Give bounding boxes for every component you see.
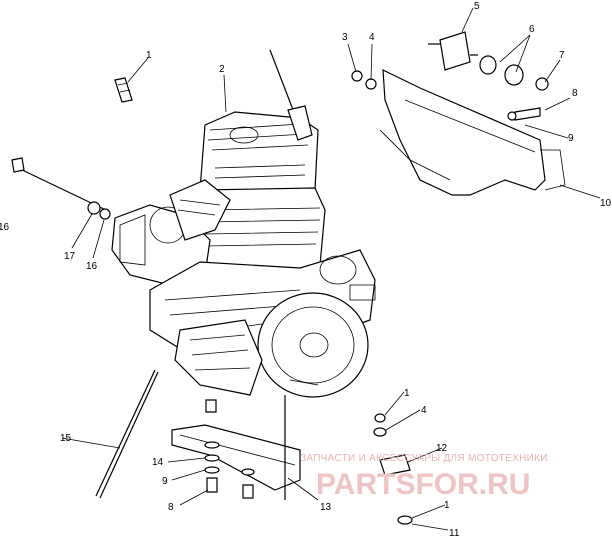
callout-15: 15: [60, 433, 72, 444]
lower-engine: [174, 319, 263, 396]
callout-11: 11: [449, 528, 460, 539]
washer-4b: [373, 427, 387, 437]
watermark-line2: PARTSFOR.RU: [316, 468, 530, 501]
watermark: ЗАПЧАСТИ И АКСЕССУАРЫ ДЛЯ МОТОТЕХНИКИ PA…: [300, 453, 548, 501]
washer-6a: [479, 55, 497, 75]
callout-17: 17: [64, 251, 76, 262]
callout-5: 5: [474, 1, 480, 12]
stud-15: [95, 369, 159, 499]
nut-7: [535, 77, 549, 91]
washer-9: [507, 111, 517, 121]
carburetor: [111, 179, 231, 286]
callout-1b: 1: [404, 388, 410, 399]
callout-4: 4: [369, 32, 375, 43]
washer-16: [99, 208, 111, 220]
engine-mount-bracket: [379, 69, 566, 196]
callout-6: 6: [529, 24, 535, 35]
bushing-12: [379, 454, 411, 476]
callout-7: 7: [559, 50, 565, 61]
callout-10: 10: [600, 198, 612, 209]
callout-16: 16: [0, 222, 10, 233]
temp-sensor: [269, 49, 313, 141]
lower-mount-bracket: [171, 424, 301, 491]
nut-3: [351, 70, 363, 82]
callout-9b: 9: [162, 476, 168, 487]
callout-13: 13: [320, 502, 332, 513]
callout-1: 1: [146, 50, 152, 61]
spark-plug: [114, 77, 133, 103]
nut-17: [87, 201, 101, 215]
callout-2: 2: [219, 64, 225, 75]
nut-1b: [374, 413, 386, 423]
lower-stack: [204, 399, 255, 499]
leader-lines: [61, 7, 601, 531]
callout-16b: 16: [86, 261, 98, 272]
callout-3: 3: [342, 32, 348, 43]
washer-4: [365, 78, 377, 90]
callout-8: 8: [572, 88, 578, 99]
callout-14: 14: [152, 457, 164, 468]
callout-12: 12: [436, 443, 448, 454]
callout-8b: 8: [168, 502, 174, 513]
washer-6b: [504, 64, 524, 86]
rubber-mount: [428, 31, 478, 71]
washer-1c: [397, 515, 413, 525]
callout-1c: 1: [444, 500, 450, 511]
watermark-line1: ЗАПЧАСТИ И АКСЕССУАРЫ ДЛЯ МОТОТЕХНИКИ: [300, 453, 548, 464]
recoil-cover: [257, 292, 369, 398]
callout-9: 9: [568, 133, 574, 144]
bolt-8: [514, 107, 541, 121]
callout-4b: 4: [421, 405, 427, 416]
